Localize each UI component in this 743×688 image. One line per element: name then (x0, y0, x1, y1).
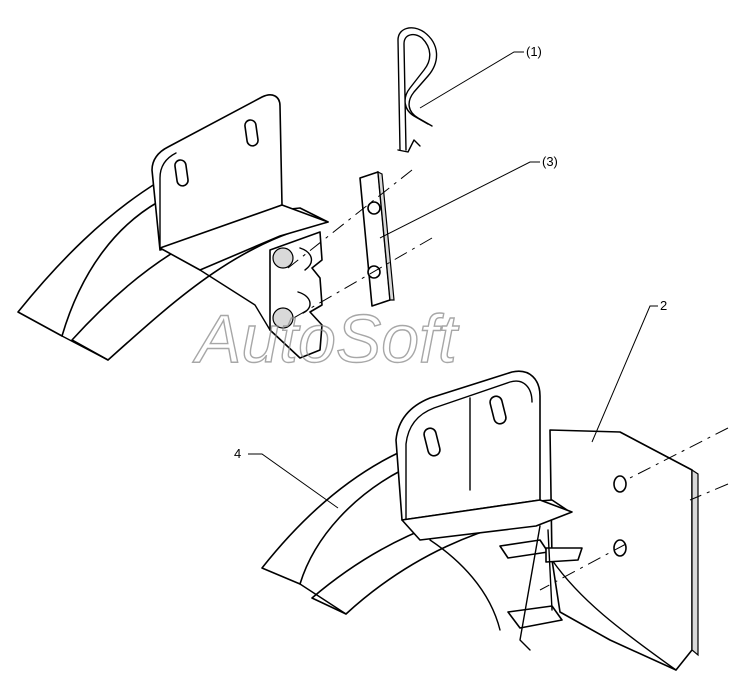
centerlines-lower (539, 427, 729, 591)
callout-pin: (1) (419, 44, 542, 109)
callout-label-link-plate: (3) (542, 154, 558, 169)
leader-line-bracket (591, 305, 658, 443)
callout-skid-assembly: 4 (234, 446, 339, 509)
centerlines-upper (287, 169, 433, 321)
watermark-text: AutoSoft (192, 301, 460, 377)
callout-bracket: 2 (591, 298, 667, 443)
leader-line-skid-assembly (248, 453, 339, 509)
lower-skid-assembly (261, 370, 583, 651)
upper-skid-assembly (17, 94, 329, 361)
callout-link-plate: (3) (379, 154, 558, 239)
leader-line-link-plate (379, 161, 540, 239)
leader-line-pin (419, 51, 524, 109)
spring-pin (397, 27, 438, 153)
callout-label-pin: (1) (526, 44, 542, 59)
link-plate (359, 170, 395, 307)
callout-label-skid-assembly: 4 (234, 446, 241, 461)
callout-label-bracket: 2 (660, 298, 667, 313)
mounting-bracket (549, 429, 699, 671)
